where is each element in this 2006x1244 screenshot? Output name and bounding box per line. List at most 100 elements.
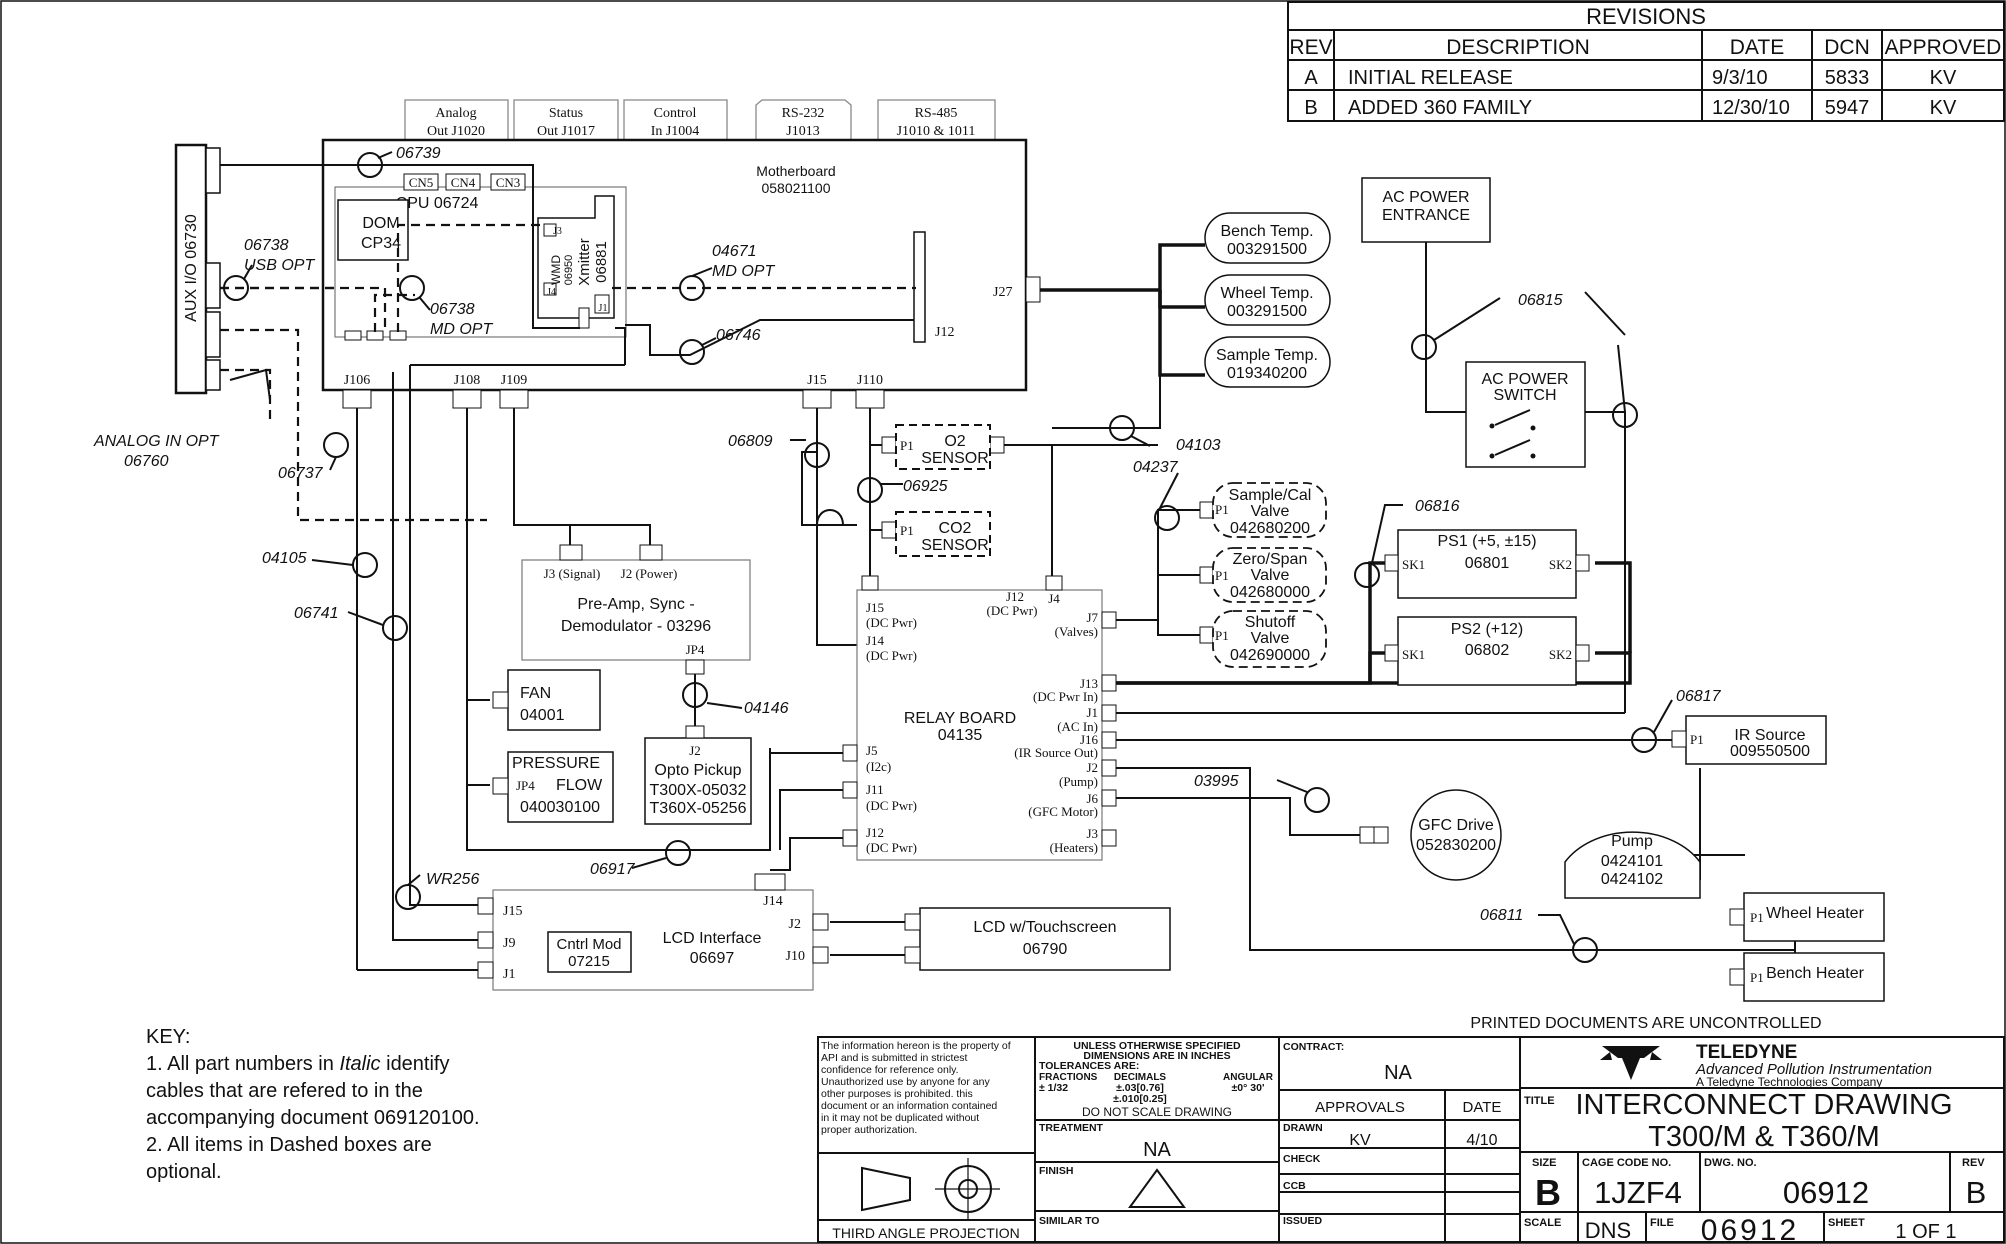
relay-board: RELAY BOARD 04135 J15 (DC Pwr) J14 (DC P… <box>842 575 1117 861</box>
dom-label: DOM <box>362 215 399 232</box>
cable-06738-usb-opt: USB OPT <box>244 257 315 274</box>
notice-line: proper authorization. <box>821 1124 917 1136</box>
rev-label: REV <box>1962 1157 1985 1169</box>
cable-06917: 06917 <box>590 861 636 878</box>
relay-board-label: RELAY BOARD <box>904 710 1016 727</box>
dwg-value: 06912 <box>1783 1175 1869 1210</box>
drawing-subtitle: T300/M & T360/M <box>1648 1121 1880 1153</box>
relay-j3: J3 <box>1086 826 1098 841</box>
uncontrolled-notice: PRINTED DOCUMENTS ARE UNCONTROLLED <box>1470 1015 1821 1032</box>
tolerance-angular-value: ±0° 30' <box>1232 1082 1265 1094</box>
tolerance-angular: ANGULAR <box>1223 1072 1274 1083</box>
tolerance-fractions: FRACTIONS <box>1039 1072 1098 1083</box>
dwg-label: DWG. NO. <box>1704 1157 1757 1169</box>
dom-pn: CP34 <box>361 235 401 252</box>
revisions-table: REVISIONS REV DESCRIPTION DATE DCN APPRO… <box>1287 1 2005 122</box>
pressure-jp4: JP4 <box>516 778 535 793</box>
ir-source-label: IR Source <box>1734 727 1805 744</box>
cntrl-mod-pn: 07215 <box>568 953 610 970</box>
j106-label: J106 <box>344 373 370 388</box>
ac-power: AC POWER ENTRANCE AC POWER SWITCH <box>1361 177 1586 468</box>
approved-header: APPROVED <box>1885 36 2002 59</box>
xmitter-board <box>537 195 615 319</box>
relay-j5-desc: (I2c) <box>866 759 891 774</box>
company-parent: A Teledyne Technologies Company <box>1696 1075 1882 1089</box>
preamp-jp4: JP4 <box>686 642 705 657</box>
approved-cell: KV <box>1930 97 1957 119</box>
dcn-header: DCN <box>1824 36 1870 59</box>
sample-cal-valve-label-2: Valve <box>1251 503 1290 520</box>
cable-06816: 06816 <box>1415 498 1460 515</box>
notice-line: confidence for reference only. <box>821 1064 959 1076</box>
relay-j13: J13 <box>1080 676 1098 691</box>
lcd-label: LCD w/Touchscreen <box>973 919 1116 936</box>
gfc-drive-pn: 052830200 <box>1416 837 1496 854</box>
gfc-drive-label: GFC Drive <box>1418 817 1494 834</box>
cable-04671-md-opt: MD OPT <box>712 263 775 280</box>
cpu-board: CN5 CN4 CN3 CPU 06724 DOM CP34 J3 J4 J1 … <box>334 173 627 341</box>
relay-board-pn: 04135 <box>938 727 983 744</box>
cable-06738-md-opt: MD OPT <box>430 321 493 338</box>
sample-temp-pn: 019340200 <box>1227 365 1307 382</box>
tolerance-line-3: TOLERANCES ARE: <box>1039 1060 1139 1072</box>
ir-p1: P1 <box>1690 732 1704 747</box>
similar-to-label: SIMILAR TO <box>1039 1215 1099 1227</box>
wiring <box>220 164 1796 978</box>
lcd-if-j1: J1 <box>503 967 515 982</box>
ac-switch-label: AC POWER <box>1481 371 1568 388</box>
tolerance-decimals-value-1: ±.03[0.76] <box>1116 1082 1164 1094</box>
key-notes: KEY: 1. All part numbers in Italic ident… <box>146 1026 480 1183</box>
cable-04237: 04237 <box>1133 459 1179 476</box>
date-cell: 12/30/10 <box>1712 97 1790 119</box>
cable-06738-md: 06738 <box>430 301 475 318</box>
cntrl-mod-label: Cntrl Mod <box>556 936 621 953</box>
issued-label: ISSUED <box>1283 1215 1323 1227</box>
xmitter-pn: 06881 <box>593 241 610 283</box>
opto-pn-2: T360X-05256 <box>650 800 747 817</box>
bench-heater-label: Bench Heater <box>1766 965 1865 982</box>
ps1-label: PS1 (+5, ±15) <box>1437 533 1536 550</box>
ps1-sk2: SK2 <box>1549 557 1572 572</box>
motherboard-label: Motherboard <box>756 163 835 179</box>
date-col-header: DATE <box>1463 1099 1502 1116</box>
description-header: DESCRIPTION <box>1446 36 1590 59</box>
valve-p1: P1 <box>1215 502 1229 517</box>
notice-line: The information hereon is the property o… <box>821 1040 1011 1052</box>
co2-label-2: SENSOR <box>921 537 989 554</box>
drawn-by: KV <box>1349 1132 1371 1149</box>
date-cell: 9/3/10 <box>1712 67 1768 89</box>
shutoff-valve-label-2: Valve <box>1251 630 1290 647</box>
wheel-temp-label: Wheel Temp. <box>1220 285 1313 302</box>
pump-label: Pump <box>1611 833 1653 850</box>
notice-line: Unauthorized use by anyone for any <box>821 1076 990 1088</box>
scale-label: SCALE <box>1524 1217 1561 1229</box>
title-label: TITLE <box>1524 1095 1555 1107</box>
o2-p1: P1 <box>900 438 914 453</box>
cage-value: 1JZF4 <box>1594 1175 1682 1210</box>
rev-value: B <box>1966 1175 1987 1210</box>
relay-j5: J5 <box>866 743 878 758</box>
treatment-value: NA <box>1143 1139 1171 1161</box>
status-out-jack: Out J1017 <box>537 124 595 139</box>
cable-04105: 04105 <box>262 550 307 567</box>
valves: P1 Sample/Cal Valve 042680200 P1 Zero/Sp… <box>1199 482 1327 668</box>
contract-label: CONTRACT: <box>1283 1041 1344 1053</box>
check-label: CHECK <box>1283 1153 1321 1165</box>
relay-j16-desc: (IR Source Out) <box>1014 745 1098 760</box>
cable-labels: 06739 06738 USB OPT 06738 MD OPT 04671 M… <box>93 145 1722 924</box>
ac-entrance-label-2: ENTRANCE <box>1382 207 1470 224</box>
ps1-sk1: SK1 <box>1402 557 1425 572</box>
key-line-2: cables that are refered to in the <box>146 1080 423 1102</box>
xmitter-j4: J4 <box>547 287 556 298</box>
cable-06741: 06741 <box>294 605 339 622</box>
j12-label: J12 <box>935 325 954 340</box>
aux-io-board: AUX I/O 06730 <box>174 143 221 395</box>
zero-span-valve-label-2: Valve <box>1251 567 1290 584</box>
cable-markers <box>223 151 1673 963</box>
bench-temp-label: Bench Temp. <box>1220 223 1313 240</box>
ps2-pn: 06802 <box>1465 642 1510 659</box>
ac-switch-label-2: SWITCH <box>1493 387 1556 404</box>
opto-pn-1: T300X-05032 <box>650 782 747 799</box>
rev-cell: A <box>1304 67 1318 89</box>
relay-j1: J1 <box>1086 705 1098 720</box>
